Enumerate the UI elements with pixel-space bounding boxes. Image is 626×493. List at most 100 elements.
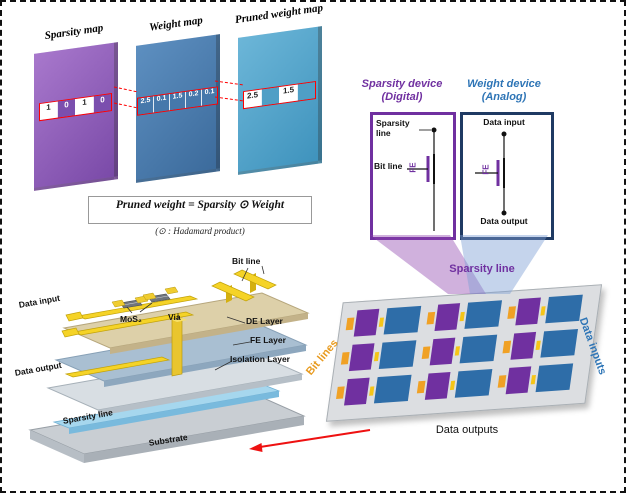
weight-map: 2.5 0.1 1.5 0.2 0.1 — [136, 34, 220, 183]
substrate-front-edge — [84, 416, 304, 463]
via-pad — [369, 385, 375, 396]
matrix-cell: 1 — [40, 101, 57, 121]
crossbar-array-board — [325, 284, 603, 422]
data-input-pad — [65, 311, 84, 322]
array-unit — [497, 363, 574, 395]
matrix-cell: 0 — [57, 99, 75, 118]
sparsity-cell — [429, 337, 456, 366]
sparsity-cell — [434, 303, 461, 332]
matrix-cell — [297, 82, 315, 101]
via-pad — [449, 380, 456, 390]
weight-cell — [373, 374, 412, 404]
via-pad — [530, 374, 537, 384]
array-unit — [506, 294, 583, 326]
bit-line-pad — [336, 386, 345, 400]
isolation-layer-label: Isolation Layer — [230, 354, 290, 364]
weight-cell — [464, 300, 503, 329]
bit-line-post — [226, 285, 232, 303]
zoom-arrow — [249, 429, 371, 452]
bit-line-pad — [416, 380, 426, 394]
weight-matrix-row: 2.5 0.1 1.5 0.2 0.1 — [137, 86, 218, 116]
matrix-cell — [261, 87, 279, 106]
stack-bit-line-label: Bit line — [232, 256, 261, 266]
via-label: Via — [168, 312, 181, 322]
weight-device-box — [460, 112, 554, 240]
bit-line-pad — [502, 340, 512, 354]
matrix-cell: 0 — [93, 94, 111, 113]
mos2-channel — [147, 293, 171, 303]
de-layer-label: DE Layer — [246, 316, 283, 326]
mos2-hatch — [122, 295, 169, 306]
stack-sparsity-line-label: Sparsity line — [62, 407, 114, 426]
via-pad — [459, 311, 465, 321]
fe-layer — [54, 323, 308, 382]
array-unit — [421, 334, 498, 366]
weight-cell — [540, 328, 579, 358]
via-pad — [535, 340, 541, 350]
matrix-cell: 0.1 — [201, 87, 217, 106]
via-pillar — [171, 317, 183, 377]
array-unit — [426, 300, 503, 332]
array-unit — [345, 305, 422, 337]
bit-line-bar — [211, 281, 255, 302]
data-input-pad — [61, 327, 80, 338]
mos2-label: MoS₂ — [120, 314, 142, 324]
array-unit — [340, 340, 417, 372]
bit-line-pad — [340, 351, 350, 365]
sparsity-map-title: Sparsity map — [43, 21, 105, 43]
sparsity-device-box — [370, 112, 456, 240]
bit-line-bar — [233, 269, 277, 290]
via-pad — [374, 351, 380, 361]
bit-line-pad — [421, 346, 431, 359]
fe-gate-label: FE — [408, 162, 418, 173]
sparsity-line-label: Sparsity line — [376, 118, 410, 138]
matrix-cell: 0.1 — [153, 94, 169, 113]
sparsity-cell — [344, 377, 370, 406]
via-pad — [540, 305, 546, 316]
mos2-channel — [119, 299, 143, 309]
bit-line-label: Bit line — [374, 161, 403, 171]
via-pad — [454, 345, 461, 356]
gold-contact — [142, 292, 157, 301]
substrate-side-edge — [30, 430, 84, 463]
pruned-weight-map-title: Pruned weight map — [234, 1, 324, 27]
array-unit — [501, 328, 579, 360]
weight-cell — [454, 369, 493, 398]
sparsity-cell — [424, 371, 451, 400]
sparsity-device-subtitle: (Digital) — [381, 91, 423, 104]
sparsity-device-title: Sparsity device (Digital) — [350, 78, 454, 104]
pruning-formula: Pruned weight = Sparsity ⊙ Weight — [88, 196, 312, 224]
matrix-cell: 0.2 — [185, 89, 201, 109]
bit-line-pad — [426, 311, 436, 325]
sparsity-matrix-row: 1 0 1 0 — [39, 92, 112, 122]
data-output-bar — [64, 356, 171, 378]
gold-contact — [134, 295, 149, 304]
sparsity-line-funnel-label: Sparsity line — [449, 263, 515, 275]
gold-contact — [111, 299, 126, 308]
fe-gate-label: FE — [481, 164, 491, 175]
matrix-cell: 2.5 — [138, 96, 153, 115]
sparsity-cell — [348, 343, 375, 372]
weight-cell — [459, 334, 498, 364]
bit-line-pad — [507, 306, 517, 319]
matrix-cell: 1 — [75, 96, 93, 116]
bit-line-post — [250, 273, 256, 293]
matrix-cell: 1.5 — [169, 92, 185, 111]
weight-cell — [383, 305, 422, 335]
via-pad — [378, 316, 385, 327]
stack-data-output-label: Data output — [14, 359, 63, 378]
sparsity-cell — [505, 366, 532, 395]
weight-cell — [535, 363, 574, 393]
array-unit — [416, 369, 493, 400]
pruned-matrix-row: 2.5 1.5 — [243, 80, 316, 110]
fe-layer-label: FE Layer — [250, 335, 286, 345]
stack-data-input-label: Data input — [18, 292, 61, 310]
weight-cell — [378, 340, 417, 369]
matrix-cell: 1.5 — [279, 84, 297, 104]
hadamard-note: (⊙ : Hadamard product) — [155, 226, 245, 236]
weight-device-subtitle: (Analog) — [481, 91, 527, 104]
pruned-weight-map: 2.5 1.5 — [238, 26, 322, 175]
device-stack-3d — [28, 265, 310, 463]
sparsity-device-title-line: Sparsity device — [361, 78, 443, 90]
gold-contact — [164, 286, 179, 295]
